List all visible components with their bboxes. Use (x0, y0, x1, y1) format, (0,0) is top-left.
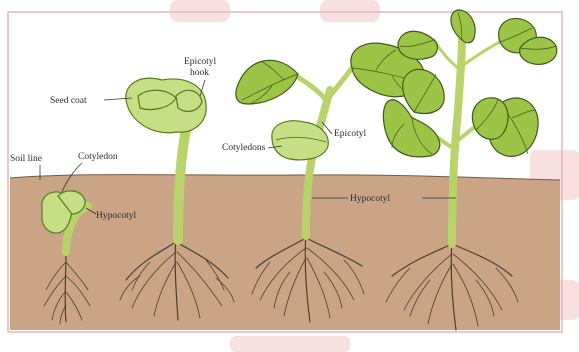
label-epicotyl: Epicotyl (334, 129, 367, 139)
label-soil-line: Soil line (10, 154, 42, 164)
label-cotyledons: Cotyledons (222, 143, 266, 153)
stage-4-leaf-lower-right-2 (472, 98, 508, 139)
stage-4-leaf-lower-left-2 (403, 69, 444, 113)
label-epicotyl-hook-line2: hook (190, 68, 209, 78)
label-epicotyl-hook-line1: Epicotyl (184, 57, 217, 67)
soil-region (10, 175, 560, 330)
label-cotyledon: Cotyledon (78, 152, 118, 162)
stage-3-leaf-left (236, 60, 298, 104)
label-seed-coat: Seed coat (50, 96, 87, 106)
stage-4-leaf-top-center (451, 10, 475, 43)
label-hypocotyl: Hypocotyl (350, 194, 390, 204)
label-hypocotyl-stage1: Hypocotyl (96, 211, 136, 221)
